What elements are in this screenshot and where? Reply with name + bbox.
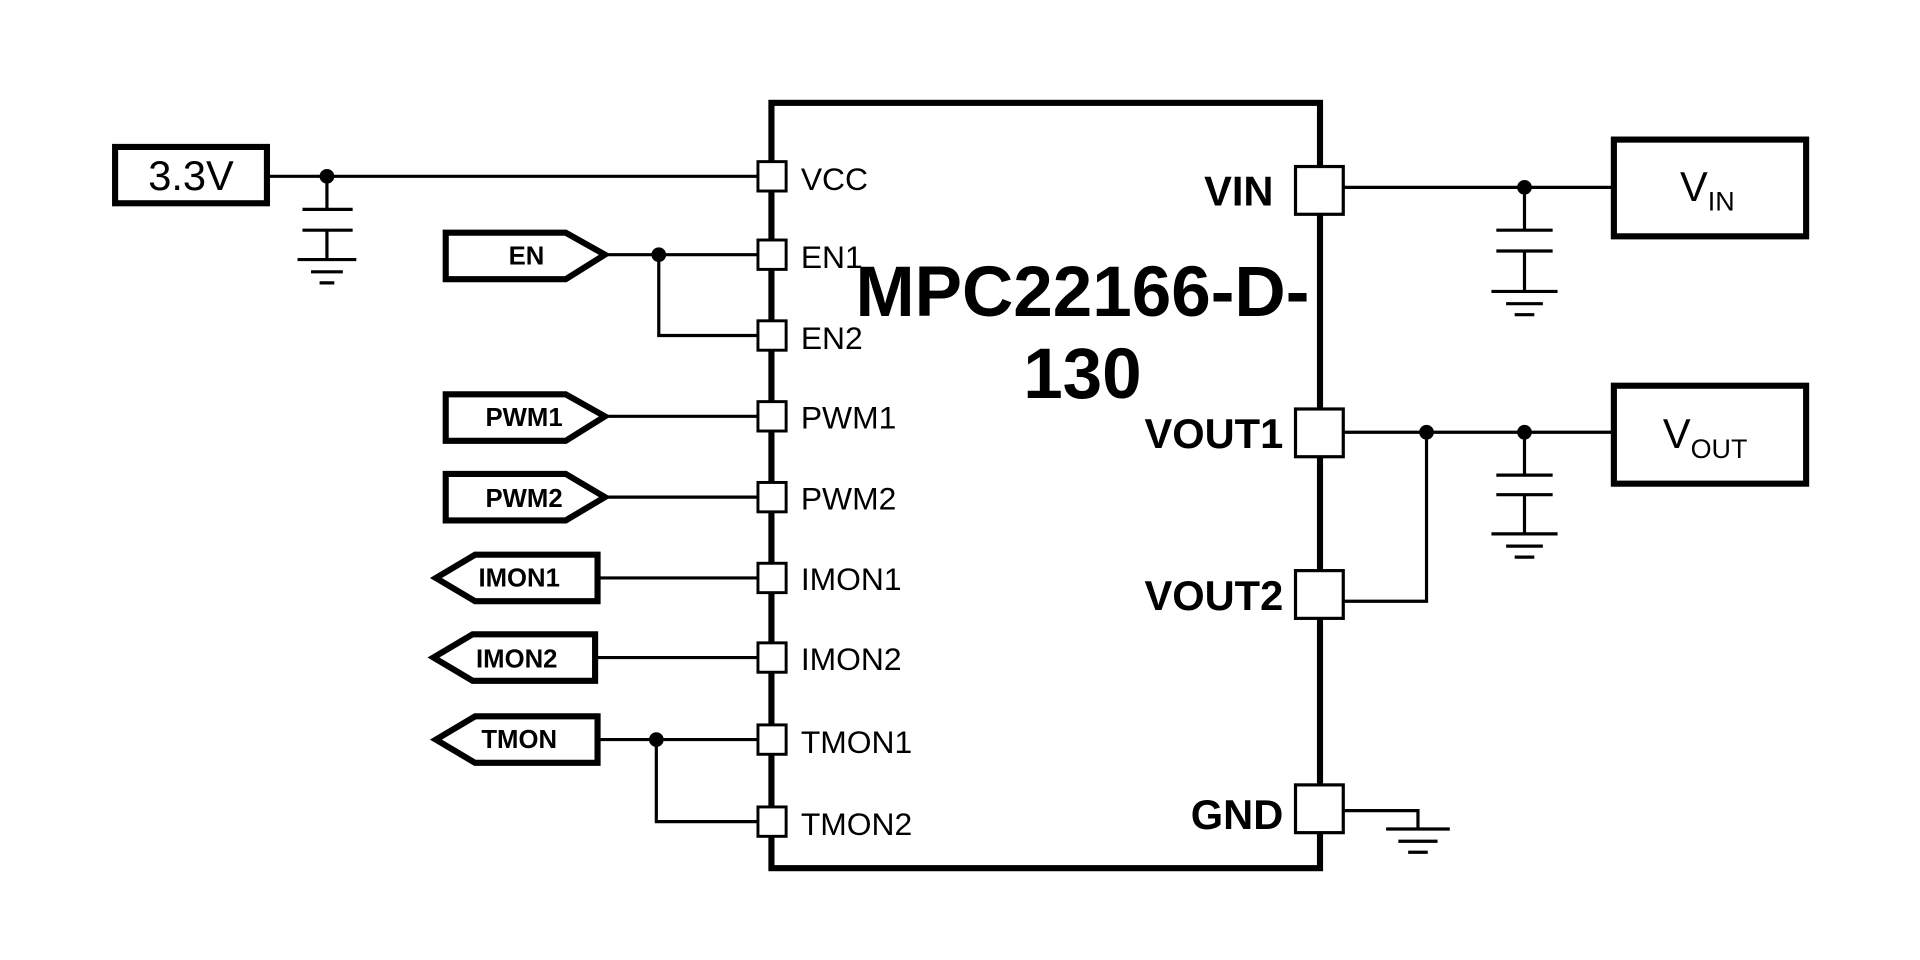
vin-ground-icon	[1491, 289, 1558, 317]
en-input-port[interactable]: EN	[442, 229, 611, 283]
imon2-output-port[interactable]: IMON2	[427, 631, 599, 684]
pwm1-port-label: PWM1	[486, 404, 563, 432]
vcc-source: 3.3V	[112, 143, 270, 207]
tmon-wire	[597, 738, 758, 824]
vin-supply-label: VIN	[1680, 163, 1735, 217]
vout-supply-label: VOUT	[1663, 410, 1748, 464]
imon1-port-label: IMON1	[478, 565, 559, 593]
vout-wire	[1343, 430, 1614, 603]
vout-label-sub: OUT	[1691, 434, 1748, 464]
tmon-output-port[interactable]: TMON	[429, 713, 601, 766]
pin-label-tmon2: TMON2	[801, 806, 912, 842]
right-pin-vout2: VOUT2	[1144, 569, 1345, 620]
en-junction-dot	[651, 247, 667, 263]
pin-label-pwm1: PWM1	[801, 400, 897, 436]
pin-label-tmon1: TMON1	[801, 724, 912, 760]
en-port-label: EN	[509, 242, 545, 270]
left-pin-tmon2: TMON2	[756, 805, 912, 842]
gnd-wire	[1343, 809, 1420, 829]
vout-label-main: V	[1663, 410, 1691, 457]
vin-supply-box	[1610, 136, 1810, 240]
left-pin-imon1: IMON1	[756, 561, 902, 597]
vout-decoupling-capacitor	[1496, 432, 1553, 534]
vout-ground-icon	[1491, 532, 1558, 559]
vout-supply: VOUT	[1610, 382, 1810, 487]
pin-label-en1: EN1	[801, 239, 863, 275]
pin-label-pwm2: PWM2	[801, 480, 897, 516]
left-pin-tmon1: TMON1	[756, 723, 912, 760]
imon1-output-port[interactable]: IMON1	[429, 551, 601, 605]
right-pin-vout1: VOUT1	[1144, 407, 1345, 459]
pin-label-imon1: IMON1	[801, 561, 902, 597]
left-pin-pwm1: PWM1	[756, 400, 897, 436]
vout-supply-box	[1610, 382, 1810, 487]
vcc-decoupling-capacitor	[302, 176, 353, 260]
vin-supply: VIN	[1610, 136, 1810, 240]
vin-label-sub: IN	[1708, 187, 1735, 217]
pin-label-gnd: GND	[1191, 791, 1284, 838]
left-pin-en2: EN2	[756, 319, 863, 356]
pin-label-vout1: VOUT1	[1144, 410, 1283, 457]
left-pin-vcc: VCC	[756, 160, 868, 197]
pwm2-input-port[interactable]: PWM2	[442, 470, 611, 524]
vcc-source-label: 3.3V	[148, 152, 234, 199]
vin-label-main: V	[1680, 163, 1708, 210]
chip-name-line1: MPC22166-D-	[856, 253, 1310, 332]
vin-decoupling-capacitor	[1496, 187, 1553, 292]
pin-label-vin: VIN	[1204, 168, 1273, 215]
gnd-ground-icon	[1386, 827, 1450, 854]
pin-label-imon2: IMON2	[801, 641, 902, 677]
right-pin-vin: VIN	[1204, 164, 1345, 216]
vcc-ground-icon	[297, 258, 357, 285]
left-pin-imon2: IMON2	[756, 641, 902, 677]
vout-junction-dot-2	[1517, 424, 1532, 440]
vout-junction-dot-1	[1419, 424, 1434, 440]
pin-label-en2: EN2	[801, 320, 863, 356]
pwm1-input-port[interactable]: PWM1	[442, 391, 611, 444]
en-wire	[604, 253, 758, 338]
right-pin-gnd: GND	[1191, 783, 1345, 838]
left-pin-pwm2: PWM2	[756, 480, 897, 516]
chip-name-line2: 130	[1023, 335, 1142, 414]
pin-label-vcc: VCC	[801, 161, 868, 197]
imon2-port-label: IMON2	[476, 645, 557, 673]
pin-label-vout2: VOUT2	[1144, 572, 1283, 619]
tmon-junction-dot	[648, 732, 664, 747]
tmon-port-label: TMON	[481, 726, 557, 754]
left-pin-en1: EN1	[756, 238, 863, 275]
pwm2-port-label: PWM2	[486, 485, 563, 513]
